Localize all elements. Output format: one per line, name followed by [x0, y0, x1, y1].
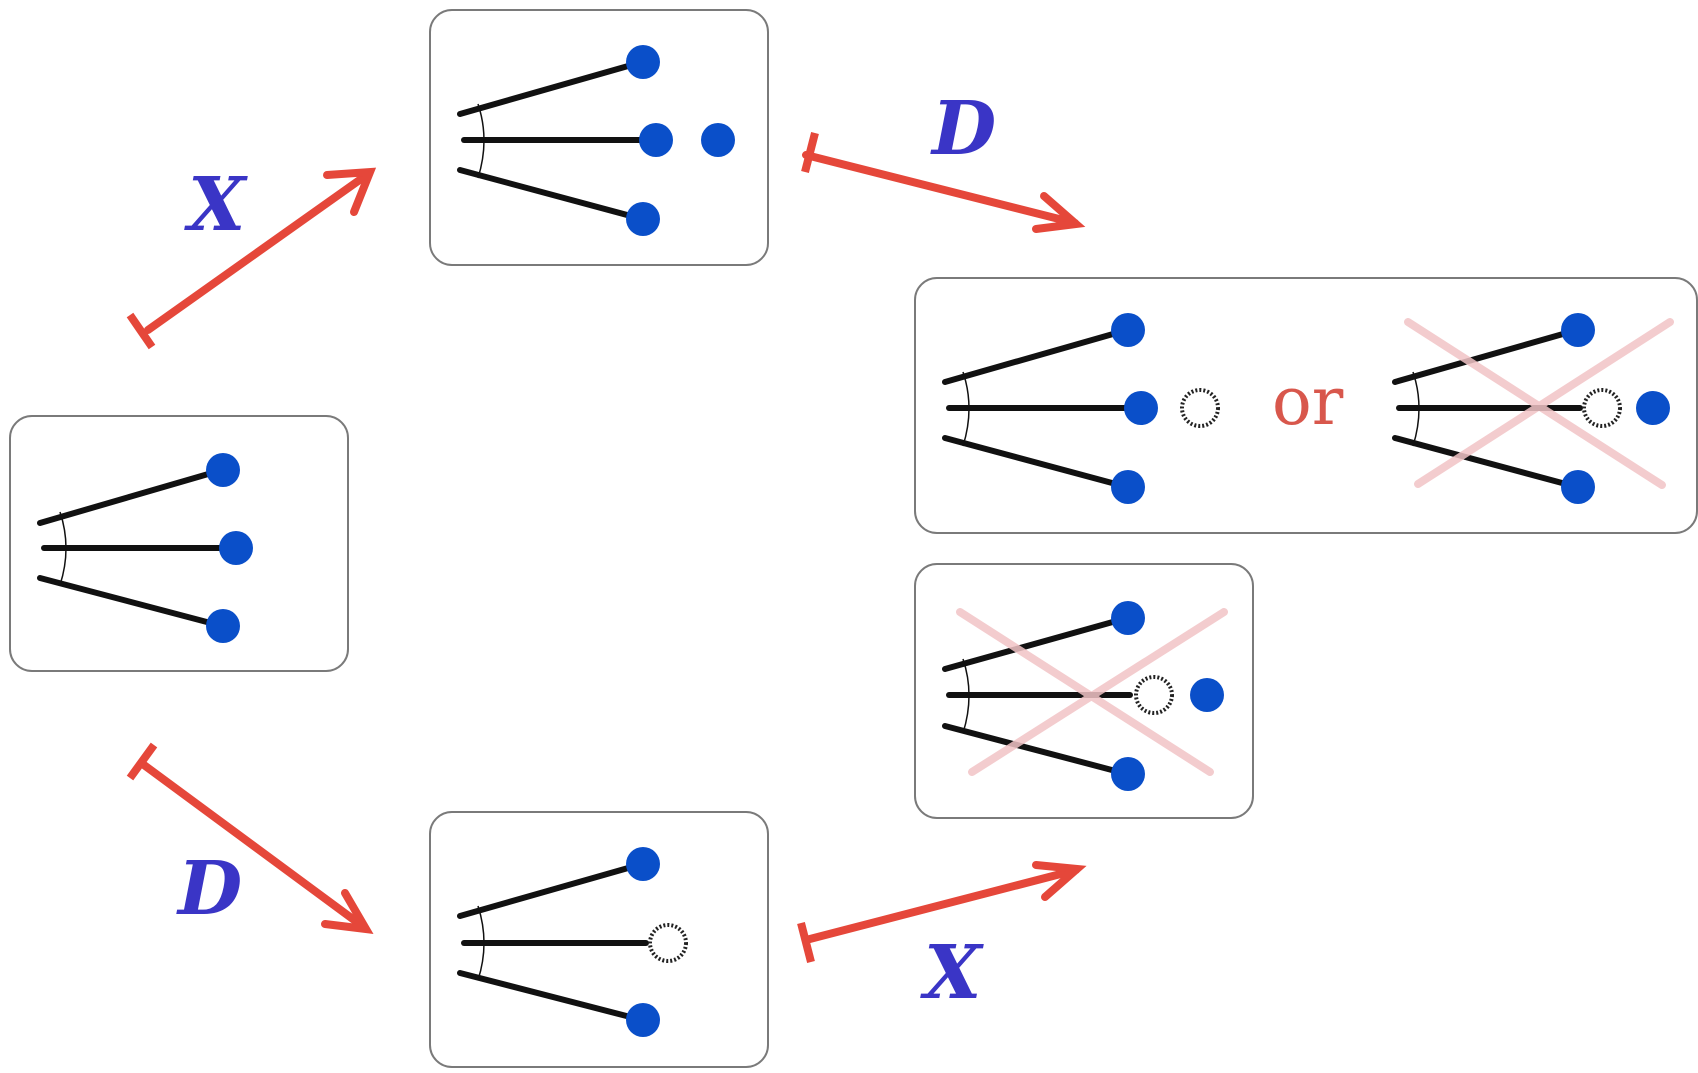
- filled-dot-icon: [206, 609, 240, 643]
- filled-dot-icon: [626, 847, 660, 881]
- filled-dot-icon: [1190, 678, 1224, 712]
- fan-line-lower: [942, 723, 1130, 777]
- fan-initial: [37, 453, 253, 643]
- fan-arc: [962, 658, 970, 734]
- cross-out-icon: [956, 608, 1228, 776]
- fan-line-lower: [37, 575, 225, 629]
- cross-out-icon: [1404, 318, 1674, 489]
- fan-line-upper: [1392, 327, 1580, 385]
- or-label: or: [1272, 363, 1344, 440]
- filled-dot-icon: [206, 453, 240, 487]
- fan-arc: [477, 103, 485, 179]
- label-d-top: D: [930, 86, 996, 172]
- dashed-empty-dot-icon: [1134, 675, 1174, 715]
- fan-dx-result: [942, 601, 1228, 791]
- fan-line-lower: [1392, 435, 1580, 490]
- fan-line-upper: [942, 615, 1130, 672]
- fan-line-lower: [457, 970, 645, 1023]
- filled-dot-icon: [701, 123, 735, 157]
- filled-dot-icon: [1111, 470, 1145, 504]
- fan-line-upper: [457, 861, 645, 919]
- fan-arc: [962, 371, 970, 447]
- maps-to-arrow-icon: [126, 167, 377, 350]
- maps-to-arrow-icon: [126, 742, 374, 934]
- filled-dot-icon: [1561, 470, 1595, 504]
- box-xd-result: [914, 277, 1698, 534]
- filled-dot-icon: [1111, 601, 1145, 635]
- filled-dot-icon: [1111, 313, 1145, 347]
- maps-to-arrow-icon: [801, 132, 1086, 233]
- label-d-bottom: D: [176, 846, 242, 932]
- fan-after-x: [457, 45, 735, 236]
- filled-dot-icon: [1636, 391, 1670, 425]
- filled-dot-icon: [626, 202, 660, 236]
- fan-line-upper: [942, 327, 1130, 385]
- fan-line-lower: [457, 167, 645, 222]
- filled-dot-icon: [626, 45, 660, 79]
- fan-arc: [59, 511, 67, 586]
- filled-dot-icon: [1111, 757, 1145, 791]
- box-dx-result: [914, 563, 1254, 819]
- fan-xd-option-b: [1392, 313, 1674, 504]
- box-after-d: [429, 811, 769, 1068]
- label-x-bottom: X: [920, 930, 984, 1016]
- filled-dot-icon: [1124, 391, 1158, 425]
- fan-line-upper: [37, 467, 225, 526]
- dashed-empty-dot-icon: [648, 923, 688, 963]
- fan-line-lower: [942, 435, 1130, 490]
- filled-dot-icon: [1561, 313, 1595, 347]
- fan-arc: [477, 905, 485, 981]
- dashed-empty-dot-icon: [1582, 388, 1622, 428]
- box-initial: [9, 415, 349, 672]
- fan-line-upper: [457, 59, 645, 117]
- fan-after-d: [457, 847, 688, 1037]
- filled-dot-icon: [626, 1003, 660, 1037]
- dashed-empty-dot-icon: [1180, 388, 1220, 428]
- fan-arc: [1412, 371, 1420, 447]
- label-x-top: X: [184, 162, 248, 248]
- box-after-x: [429, 9, 769, 266]
- filled-dot-icon: [639, 123, 673, 157]
- fan-xd-option-a: [942, 313, 1220, 504]
- maps-to-arrow-icon: [797, 861, 1087, 963]
- filled-dot-icon: [219, 531, 253, 565]
